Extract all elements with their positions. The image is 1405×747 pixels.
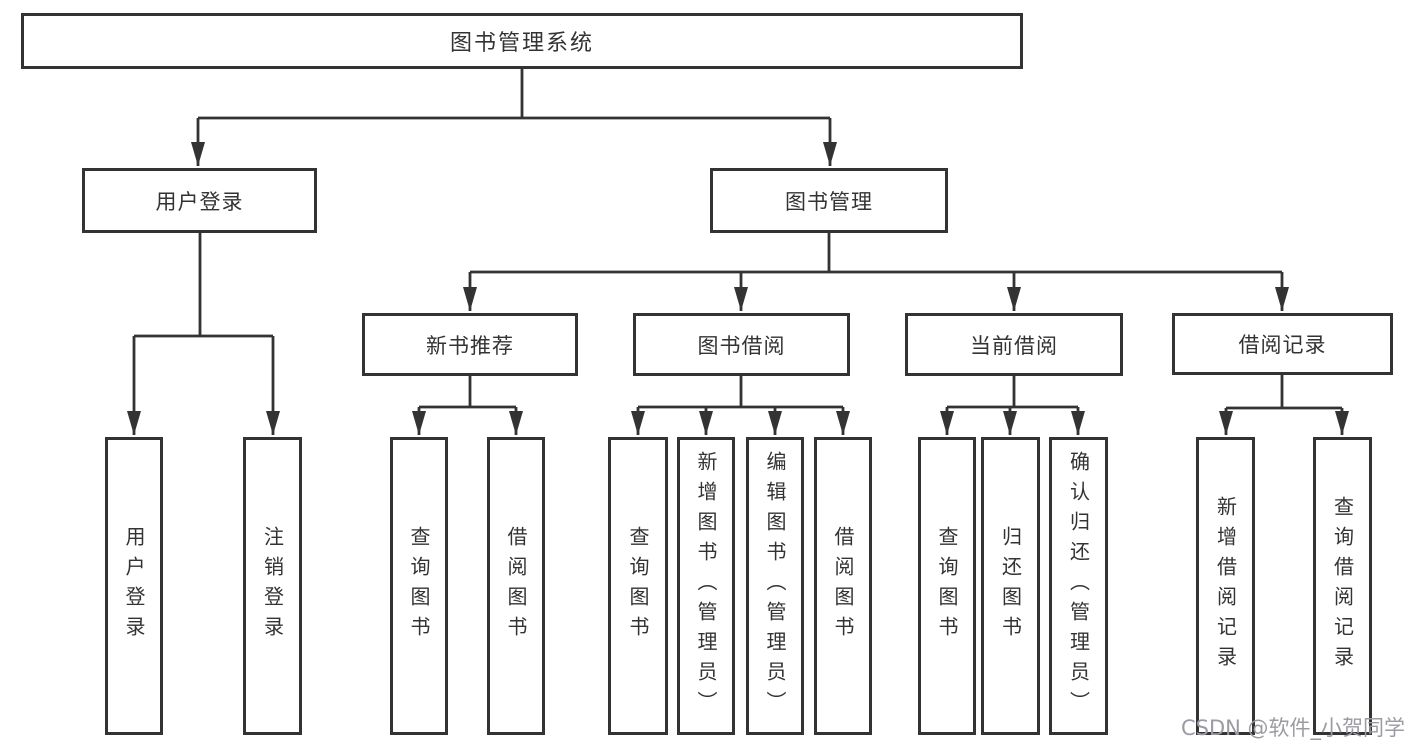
node-current-borrow: 当前借阅 xyxy=(905,313,1123,376)
leaf-add-borrow-record-label: 新增借阅记录 xyxy=(1213,496,1238,676)
leaf-confirm-return-admin: 确认归还（管理员） xyxy=(1049,437,1108,735)
leaf-return-books-label: 归还图书 xyxy=(998,526,1023,646)
leaf-add-books-admin: 新增图书（管理员） xyxy=(677,437,735,735)
node-borrow-records: 借阅记录 xyxy=(1172,313,1393,375)
node-book-management-label: 图书管理 xyxy=(785,189,873,214)
node-book-borrow: 图书借阅 xyxy=(633,313,850,376)
node-user-login: 用户登录 xyxy=(82,168,317,233)
leaf-borrow-books: 借阅图书 xyxy=(814,437,872,735)
leaf-query-borrow-record-label: 查询借阅记录 xyxy=(1330,496,1355,676)
node-root-label: 图书管理系统 xyxy=(449,31,594,56)
csdn-watermark: CSDN @软件_小贺同学 xyxy=(1181,716,1405,740)
leaf-borrow-books-label: 借阅图书 xyxy=(831,526,855,646)
node-user-login-label: 用户登录 xyxy=(155,189,244,214)
leaf-borrow-books-recommend-label: 借阅图书 xyxy=(504,526,528,646)
leaf-query-books-current-label: 查询图书 xyxy=(935,526,959,646)
leaf-add-borrow-record: 新增借阅记录 xyxy=(1196,437,1255,735)
node-book-borrow-label: 图书借阅 xyxy=(697,333,786,358)
leaf-query-books-current: 查询图书 xyxy=(918,437,976,735)
node-new-book-recommend: 新书推荐 xyxy=(362,313,578,376)
node-new-book-recommend-label: 新书推荐 xyxy=(426,333,514,358)
node-book-management: 图书管理 xyxy=(710,168,948,233)
leaf-borrow-books-recommend: 借阅图书 xyxy=(487,437,545,735)
leaf-query-books-borrow: 查询图书 xyxy=(608,437,668,735)
leaf-query-borrow-record: 查询借阅记录 xyxy=(1313,437,1372,735)
node-current-borrow-label: 当前借阅 xyxy=(970,333,1058,358)
leaf-confirm-return-admin-label: 确认归还（管理员） xyxy=(1066,451,1091,721)
leaf-query-books-recommend: 查询图书 xyxy=(390,437,448,735)
leaf-edit-books-admin-label: 编辑图书（管理员） xyxy=(763,451,787,721)
leaf-query-books-recommend-label: 查询图书 xyxy=(407,526,431,646)
leaf-add-books-admin-label: 新增图书（管理员） xyxy=(694,451,718,721)
node-root-system: 图书管理系统 xyxy=(21,13,1023,69)
leaf-user-login: 用户登录 xyxy=(105,437,163,735)
leaf-return-books: 归还图书 xyxy=(981,437,1040,735)
leaf-logout-label: 注销登录 xyxy=(260,526,285,646)
leaf-logout: 注销登录 xyxy=(243,437,302,735)
node-borrow-records-label: 借阅记录 xyxy=(1238,333,1327,357)
leaf-query-books-borrow-label: 查询图书 xyxy=(626,526,650,646)
leaf-user-login-label: 用户登录 xyxy=(122,526,146,646)
leaf-edit-books-admin: 编辑图书（管理员） xyxy=(746,437,804,735)
